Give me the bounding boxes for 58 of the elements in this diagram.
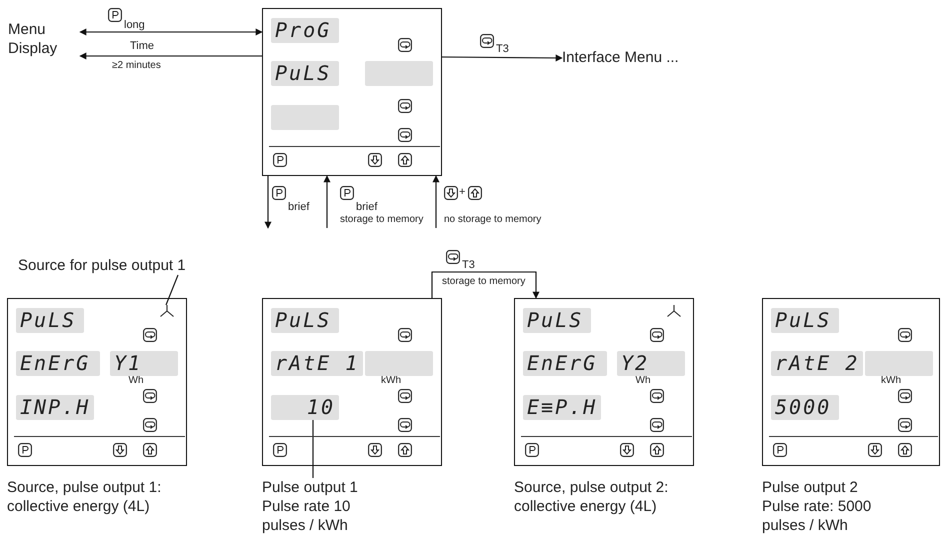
edge-label: + bbox=[459, 186, 466, 199]
panel-caption: Pulse output 2 Pulse rate: 5000 pulses / kWh bbox=[762, 478, 872, 535]
note-text: storage to memory bbox=[442, 276, 526, 288]
segment-readout: Y1 bbox=[110, 351, 178, 376]
segment-readout: EnErG bbox=[523, 351, 607, 376]
edge-label: T3 bbox=[496, 43, 509, 56]
segment-readout: PuLS bbox=[271, 61, 339, 86]
display-panel bbox=[7, 298, 187, 466]
edge-label: brief bbox=[288, 201, 310, 214]
note-text: no storage to memory bbox=[444, 214, 542, 226]
segment-readout: INP.H bbox=[16, 395, 94, 420]
segment-readout: ProG bbox=[271, 18, 339, 43]
segment-readout: rAtE 1 bbox=[271, 351, 364, 376]
tripod-mark bbox=[667, 305, 681, 317]
edge-label: long bbox=[124, 19, 145, 32]
blank-segment-field bbox=[365, 61, 433, 86]
caption-text: Pulse output 1 Pulse rate 10 pulses / kWh bbox=[262, 478, 387, 535]
unit-label: Wh bbox=[128, 375, 144, 387]
display-panel bbox=[262, 298, 442, 466]
unit-label: Wh bbox=[634, 375, 652, 387]
segment-readout: Y2 bbox=[617, 351, 685, 376]
caption-text: Source for pulse output 1 bbox=[18, 256, 198, 275]
segment-readout: PuLS bbox=[16, 308, 84, 333]
tripod-mark bbox=[160, 305, 174, 317]
display-panel bbox=[762, 298, 940, 466]
segment-readout: PuLS bbox=[271, 308, 339, 333]
blank-segment-field bbox=[365, 351, 433, 376]
segment-readout: EnErG bbox=[16, 351, 100, 376]
caption-text: Menu Display bbox=[8, 20, 80, 58]
unit-label: kWh bbox=[880, 375, 902, 387]
arrow bbox=[79, 52, 262, 60]
edge-label: brief bbox=[356, 201, 378, 214]
leader-line bbox=[312, 420, 314, 478]
note-text: storage to memory bbox=[340, 214, 424, 226]
arrow bbox=[79, 28, 263, 36]
segment-readout: 5000 bbox=[771, 395, 839, 420]
segment-readout: rAtE 2 bbox=[771, 351, 864, 376]
panel-caption: Source, pulse output 1: collective energy (4L) bbox=[7, 478, 162, 516]
arrow bbox=[324, 175, 330, 228]
unit-label: kWh bbox=[380, 375, 402, 387]
edge-label: Time bbox=[130, 40, 154, 53]
segment-readout: PuLS bbox=[523, 308, 591, 333]
edge-label: T3 bbox=[462, 259, 475, 272]
caption-text: Interface Menu ... bbox=[562, 48, 702, 67]
panel-caption: Source, pulse output 2: collective energy (4L) bbox=[514, 478, 670, 516]
arrow bbox=[431, 271, 540, 299]
arrow bbox=[264, 176, 272, 229]
segment-readout: 10 bbox=[271, 395, 339, 420]
arrow bbox=[432, 175, 440, 228]
leader-line bbox=[165, 274, 179, 306]
blank-segment-field bbox=[865, 351, 933, 376]
note-text: ≥2 minutes bbox=[112, 60, 161, 72]
blank-segment-field bbox=[271, 105, 339, 130]
segment-readout: PuLS bbox=[771, 308, 839, 333]
display-panel bbox=[262, 8, 442, 176]
arrow bbox=[442, 54, 563, 62]
display-panel bbox=[514, 298, 694, 466]
segment-readout: E≡P.H bbox=[523, 395, 602, 420]
